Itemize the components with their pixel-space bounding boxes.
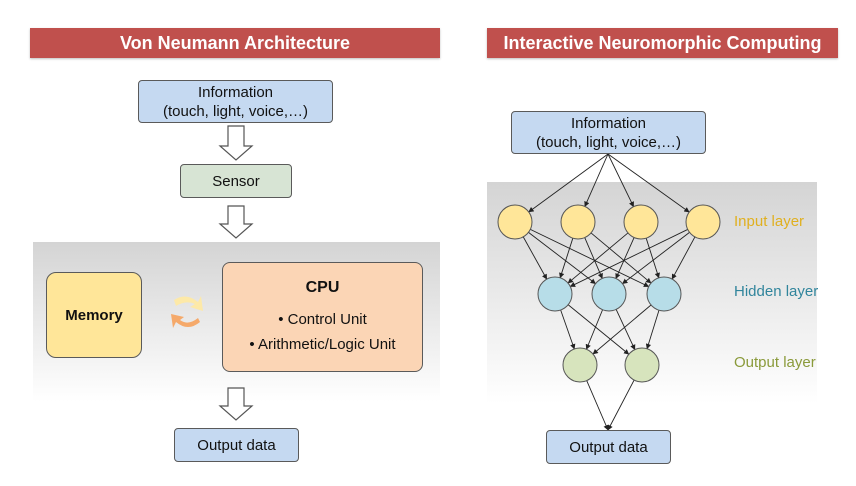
network-nodes [497,204,721,383]
neuromorphic-title: Interactive Neuromorphic Computing [487,28,838,58]
input-node-3 [685,204,721,240]
hidden-0-to-output-0 [560,309,576,350]
input-node-2 [623,204,659,240]
information-label: Information [197,83,274,101]
info-to-input-3 [607,153,690,213]
hidden-1-to-output-0 [585,309,603,350]
output-box-right: Output data [546,430,671,464]
information-examples: (touch, light, voice,…) [162,102,309,120]
hidden-node-0 [537,276,573,312]
information-box-left: Information (touch, light, voice,…) [138,80,333,123]
input-2-to-hidden-1 [615,237,635,279]
information-box-right: Information (touch, light, voice,…) [511,111,706,154]
hidden-2-to-output-0 [592,304,652,355]
input-0-to-hidden-2 [530,228,650,288]
info-to-input-0 [528,153,609,213]
information-examples-right: (touch, light, voice,…) [535,133,682,151]
output-1-to-data [607,379,635,431]
memory-box: Memory [46,272,142,358]
flow-arrow-3 [218,387,254,421]
input-1-to-hidden-1 [584,237,603,279]
input-3-to-hidden-0 [569,229,688,287]
output-layer-label: Output layer [734,354,816,371]
output-node-1 [624,347,660,383]
input-3-to-hidden-2 [671,236,696,280]
input-node-0 [497,204,533,240]
hidden-2-to-output-1 [645,310,660,350]
input-node-1 [560,204,596,240]
sensor-box: Sensor [180,164,292,198]
memory-to-cpu-arrow [174,296,203,311]
flow-arrow-1 [218,125,254,161]
input-2-to-hidden-2 [645,238,660,279]
hidden-layer-label: Hidden layer [734,283,819,300]
information-label-right: Information [570,114,647,132]
input-3-to-hidden-1 [622,231,690,285]
von-neumann-title: Von Neumann Architecture [30,28,440,58]
input-1-to-hidden-0 [559,238,574,279]
hidden-node-1 [591,276,627,312]
network-connections [522,153,696,431]
info-to-input-2 [607,153,634,208]
output-0-to-data [586,380,609,431]
info-to-input-1 [584,153,609,207]
cpu-title: CPU [305,278,340,296]
cpu-item-control-unit: • Control Unit [278,310,367,328]
input-2-to-hidden-0 [567,232,629,284]
cpu-to-memory-arrow [171,314,200,328]
hidden-1-to-output-1 [615,309,636,351]
input-1-to-hidden-2 [590,232,652,284]
input-0-to-hidden-1 [528,231,596,285]
output-node-0 [562,347,598,383]
hidden-0-to-output-1 [567,304,630,355]
hidden-node-2 [646,276,682,312]
cpu-item-alu: • Arithmetic/Logic Unit [249,335,396,353]
input-0-to-hidden-0 [522,236,548,280]
cpu-box: CPU • Control Unit • Arithmetic/Logic Un… [222,262,423,372]
input-layer-label: Input layer [734,213,805,230]
flow-arrow-2 [218,205,254,239]
output-box-left: Output data [174,428,299,462]
